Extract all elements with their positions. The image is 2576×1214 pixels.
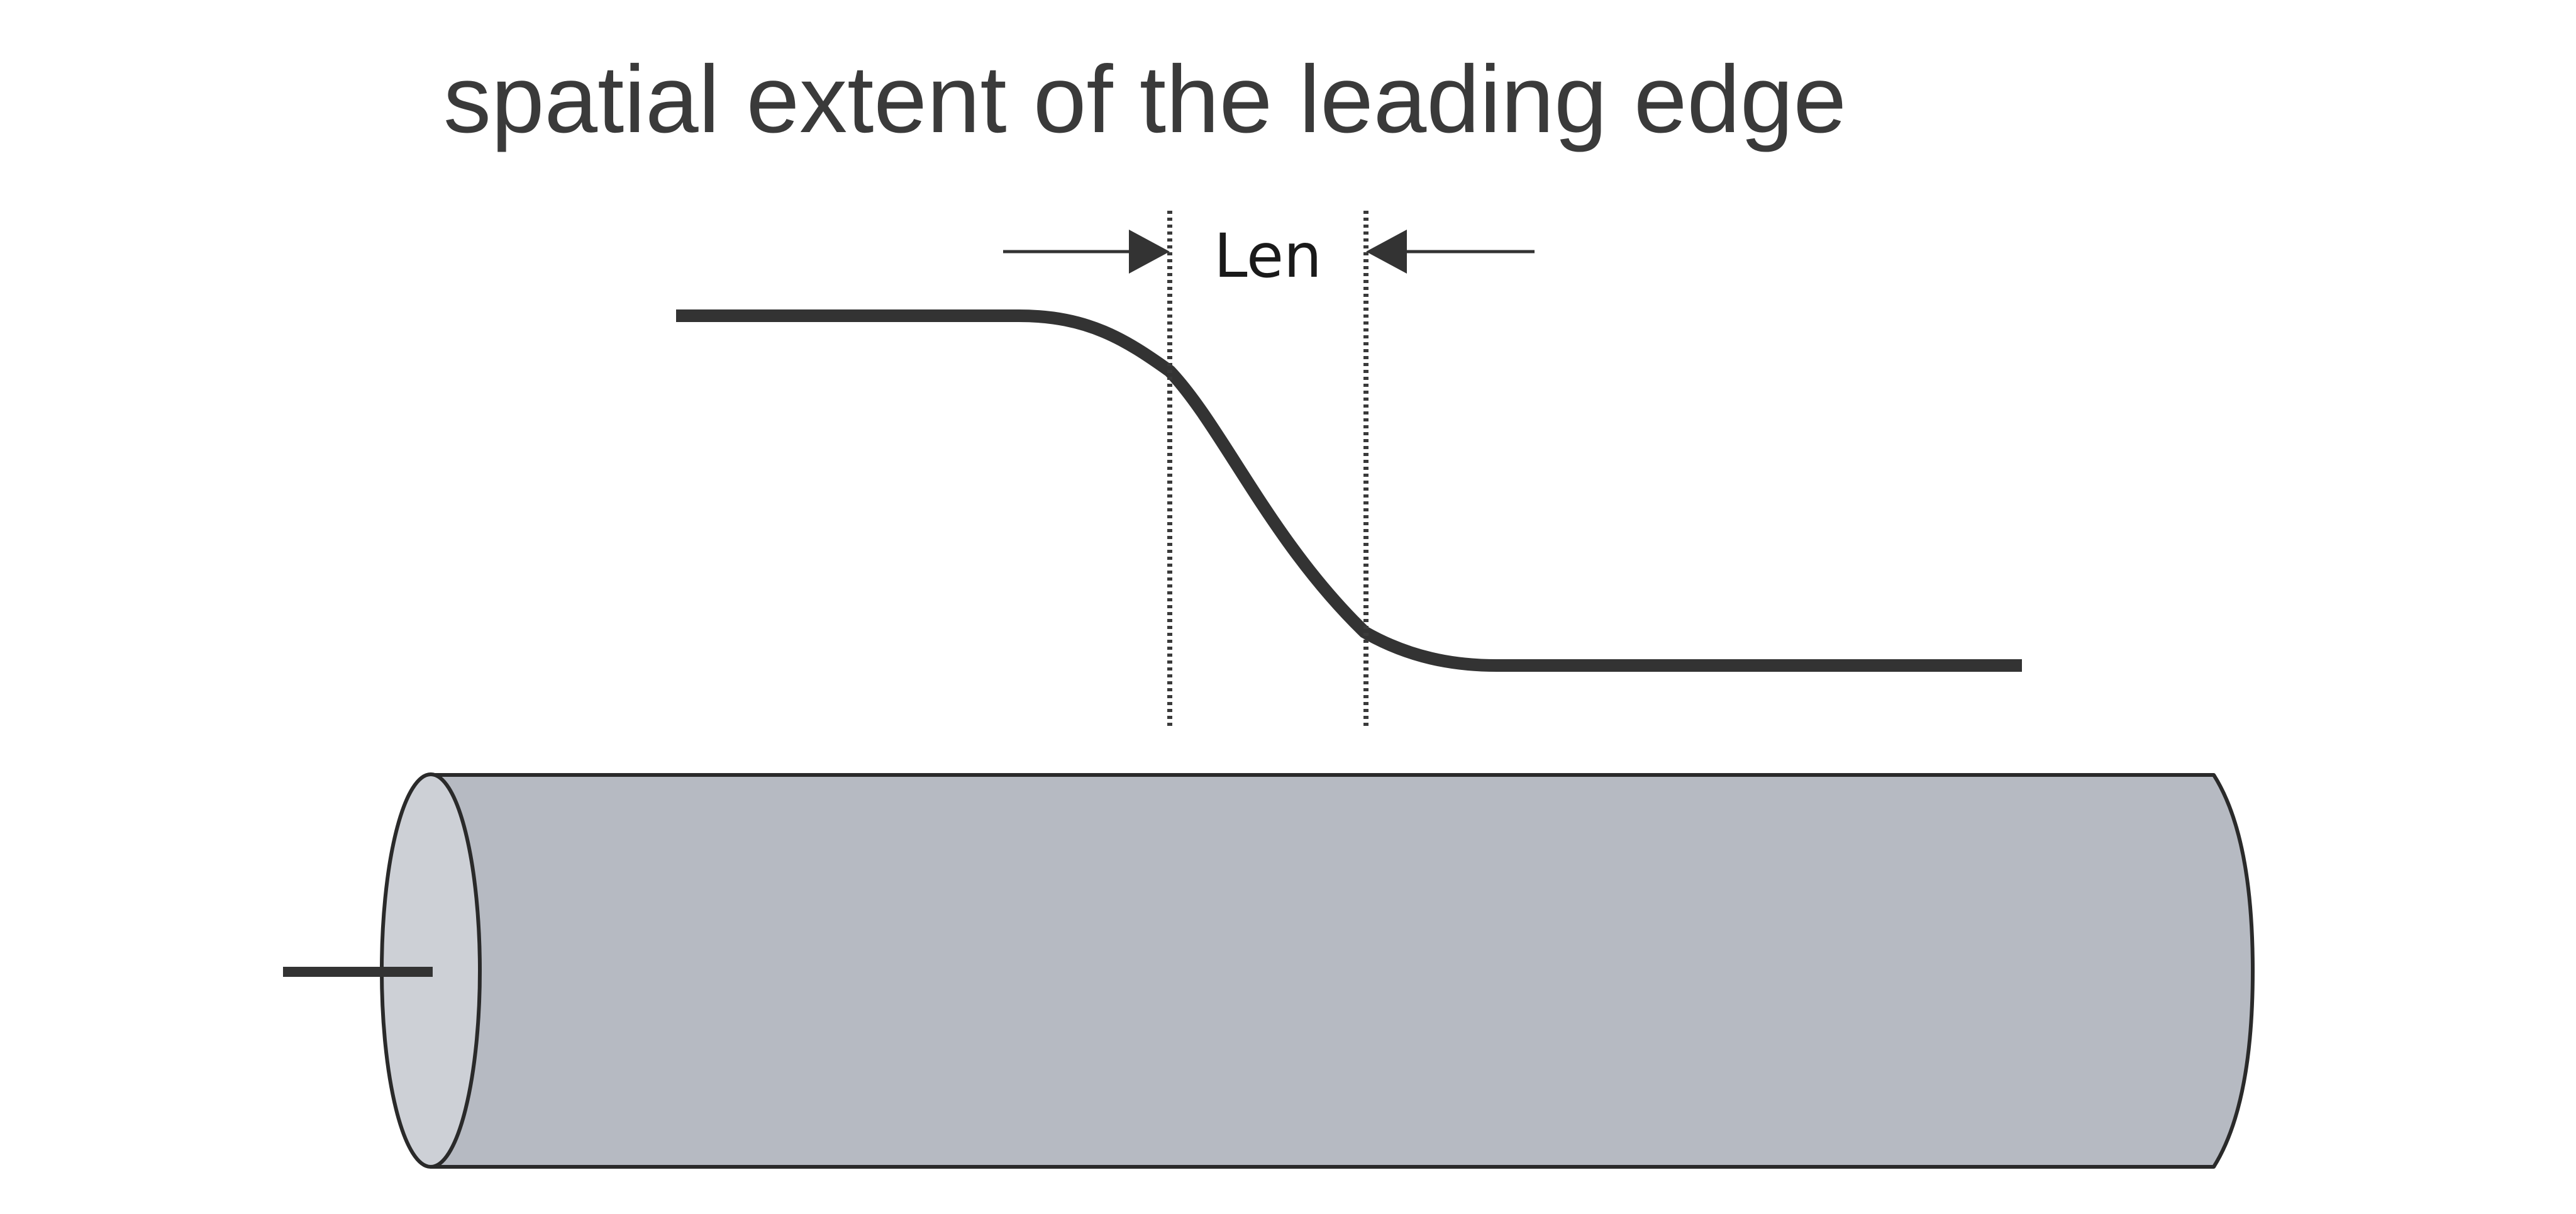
- cylinder: [380, 772, 2255, 1169]
- right-dimension-arrow: [1366, 230, 1535, 274]
- cylinder-body: [429, 773, 2255, 1169]
- left-dimension-arrow: [1003, 230, 1170, 274]
- len-label: Len: [1214, 221, 1322, 291]
- diagram-title: spatial extent of the leading edge: [443, 46, 1846, 153]
- leading-edge-waveform: [676, 309, 2022, 672]
